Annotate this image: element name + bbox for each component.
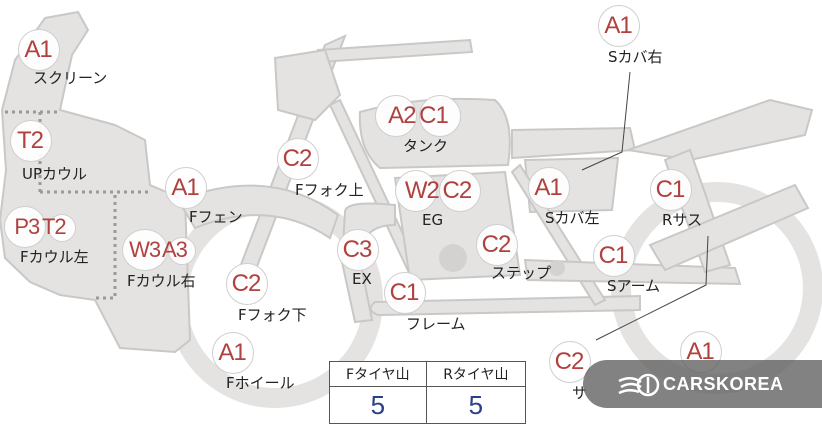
up-cowl-code: T2 bbox=[16, 127, 44, 154]
f-fender-label: Fフェン bbox=[189, 208, 243, 226]
f-fender-code-badge: A1 bbox=[165, 167, 207, 209]
r-sus-label: Rサス bbox=[662, 211, 703, 229]
s-cover-right-code-badge: A1 bbox=[598, 5, 640, 47]
tire-tread-table: Fタイヤ山 Rタイヤ山 5 5 bbox=[329, 361, 527, 424]
front-fender-shape bbox=[176, 184, 340, 240]
muffler-code-badge: C2 bbox=[549, 341, 591, 383]
f-cowl-right-code-badge: W3 A3 bbox=[122, 229, 196, 271]
screen-label: スクリーン bbox=[33, 69, 108, 87]
f-fork-lower-code: C2 bbox=[231, 270, 262, 297]
front-tire-header: Fタイヤ山 bbox=[329, 361, 427, 387]
f-fork-upper-code: C2 bbox=[282, 145, 313, 172]
step-code-badge: C2 bbox=[476, 224, 518, 266]
f-cowl-right-code: W3 A3 bbox=[129, 237, 188, 262]
f-fork-lower-code-badge: C2 bbox=[226, 263, 268, 305]
muffler-shape bbox=[648, 183, 810, 272]
s-arm-code-badge: C1 bbox=[593, 235, 635, 277]
s-arm-label: Sアーム bbox=[607, 277, 661, 295]
r-sus-code: C1 bbox=[655, 176, 686, 203]
f-wheel-code-badge: A1 bbox=[212, 332, 254, 374]
tank-code-badge: A2 C1 bbox=[375, 95, 461, 137]
f-fork-upper-label: Fフォク上 bbox=[295, 181, 364, 199]
exhaust-label: EX bbox=[352, 270, 372, 288]
engine-code: W2 C2 bbox=[404, 177, 472, 204]
frame-label: フレーム bbox=[406, 315, 466, 333]
s-cover-right-code: A1 bbox=[604, 12, 632, 39]
muffler-code: C2 bbox=[554, 348, 585, 375]
frame-code: C1 bbox=[389, 279, 420, 306]
f-wheel-code: A1 bbox=[218, 339, 246, 366]
tail-shape bbox=[627, 98, 814, 162]
headlight-shape bbox=[273, 48, 342, 122]
step-code: C2 bbox=[481, 231, 512, 258]
step-label: ステップ bbox=[491, 264, 552, 282]
tank-label: タンク bbox=[403, 137, 449, 155]
f-cowl-left-code: P3 T2 bbox=[14, 214, 66, 239]
s-cover-right-label: Sカバ右 bbox=[608, 48, 663, 66]
f-fork-upper-code-badge: C2 bbox=[277, 138, 319, 180]
f-cowl-right-label: Fカウル右 bbox=[127, 272, 196, 290]
f-fork-lower-label: Fフォク下 bbox=[238, 306, 307, 324]
engine-code-badge: W2 C2 bbox=[395, 170, 481, 212]
carskorea-watermark: CARSKOREA bbox=[583, 360, 822, 408]
carskorea-logo-icon bbox=[618, 373, 660, 397]
s-cover-left-label: Sカバ左 bbox=[545, 209, 600, 227]
tank-code: A2 C1 bbox=[388, 102, 449, 129]
up-cowl-code-badge: T2 bbox=[10, 120, 52, 162]
r-sus-code-badge: C1 bbox=[650, 169, 692, 211]
screen-code: A1 bbox=[24, 36, 52, 63]
s-arm-code: C1 bbox=[598, 242, 629, 269]
f-cowl-left-label: Fカウル左 bbox=[20, 248, 89, 266]
rear-tire-header: Rタイヤ山 bbox=[425, 361, 527, 387]
engine-label: EG bbox=[422, 211, 444, 229]
f-cowl-left-code-badge: P3 T2 bbox=[4, 206, 76, 248]
exhaust-code: C3 bbox=[342, 236, 373, 263]
frame-code-badge: C1 bbox=[384, 272, 426, 314]
f-wheel-label: Fホイール bbox=[226, 374, 295, 392]
watermark-text: CARSKOREA bbox=[663, 373, 784, 394]
screen-code-badge: A1 bbox=[18, 29, 60, 71]
f-fender-code: A1 bbox=[171, 174, 199, 201]
up-cowl-label: UPカウル bbox=[22, 165, 88, 183]
s-cover-left-code: A1 bbox=[534, 174, 562, 201]
rear-tire-value: 5 bbox=[425, 386, 527, 424]
exhaust-code-badge: C3 bbox=[337, 229, 379, 271]
front-tire-value: 5 bbox=[329, 386, 427, 424]
seat-shape bbox=[511, 126, 637, 160]
s-cover-left-code-badge: A1 bbox=[528, 167, 570, 209]
